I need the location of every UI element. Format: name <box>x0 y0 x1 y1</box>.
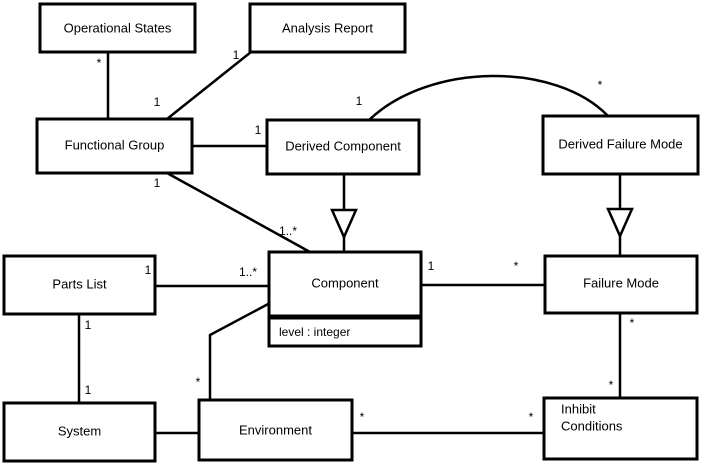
gen-derived-component-component-triangle-icon <box>330 208 358 241</box>
class-functional-group-box[interactable] <box>35 117 194 175</box>
class-system-box[interactable] <box>2 401 157 463</box>
mult-failure-mode-inhibit-near-fm: * <box>630 316 635 330</box>
class-inhibit-conditions-box[interactable] <box>542 396 699 461</box>
class-derived-component[interactable]: Derived Component <box>265 118 421 176</box>
mult-failure-mode-inhibit-near-ic: * <box>609 378 614 392</box>
class-parts-list-box[interactable] <box>2 254 157 316</box>
mult-fg-component-near-comp: 1..* <box>279 224 297 238</box>
class-operational-states-box[interactable] <box>38 2 197 54</box>
mult-fg-analysis-near-fg: 1 <box>154 95 161 109</box>
class-component[interactable]: Component level : integer <box>267 250 423 348</box>
mult-fg-derived-comp: 1 <box>255 123 262 137</box>
class-derived-failure-mode-box[interactable] <box>541 114 700 176</box>
class-analysis-report-label: Analysis Report <box>282 20 373 35</box>
class-operational-states[interactable]: Operational States <box>38 2 197 54</box>
associations-layer <box>77 51 622 435</box>
class-failure-mode-label: Failure Mode <box>583 275 659 290</box>
class-inhibit-conditions-label-line1: Inhibit <box>561 401 596 416</box>
mult-parts-list-component-near-comp: 1..* <box>239 265 257 279</box>
class-derived-failure-mode[interactable]: Derived Failure Mode <box>541 114 700 176</box>
class-component-attributes-compartment[interactable] <box>267 316 423 348</box>
class-derived-component-box[interactable] <box>265 118 421 176</box>
mult-parts-list-component-near-pl: 1 <box>145 263 152 277</box>
class-component-label: Component <box>311 275 379 290</box>
class-component-attribute-level: level : integer <box>279 325 350 339</box>
class-derived-component-label: Derived Component <box>285 138 401 153</box>
class-failure-mode-box[interactable] <box>543 254 699 315</box>
mult-parts-list-system-near-sys: 1 <box>85 383 92 397</box>
class-inhibit-conditions[interactable]: Inhibit Conditions <box>542 396 699 461</box>
class-system[interactable]: System <box>2 401 157 463</box>
mult-component-failure-mode-near-fm: * <box>514 259 519 273</box>
mult-component-failure-mode-near-comp: 1 <box>428 259 435 273</box>
assoc-functional-group-analysis-report <box>166 51 252 120</box>
class-system-label: System <box>58 423 101 438</box>
mult-environment-component: * <box>196 375 201 389</box>
class-functional-group-label: Functional Group <box>65 137 165 152</box>
class-derived-failure-mode-label: Derived Failure Mode <box>558 136 682 151</box>
class-parts-list-label: Parts List <box>52 276 107 291</box>
gen-derived-failure-mode-failure-mode-triangle-icon <box>606 207 634 240</box>
assoc-environment-component <box>208 301 271 400</box>
mult-derived-comp-arc: 1 <box>356 94 363 108</box>
class-failure-mode[interactable]: Failure Mode <box>543 254 699 315</box>
mult-fg-component-near-fg: 1 <box>154 176 161 190</box>
mult-fg-analysis-near-ar: 1 <box>233 48 240 62</box>
class-analysis-report[interactable]: Analysis Report <box>248 2 407 54</box>
assoc-functional-group-component <box>166 171 311 254</box>
mult-parts-list-system-near-pl: 1 <box>85 318 92 332</box>
class-environment[interactable]: Environment <box>197 398 354 462</box>
class-inhibit-conditions-label-line2: Conditions <box>561 418 623 433</box>
mult-environment-inhibit-near-ic: * <box>529 410 534 424</box>
class-functional-group[interactable]: Functional Group <box>35 117 194 175</box>
class-operational-states-label: Operational States <box>64 20 172 35</box>
generalizations-layer <box>330 174 634 256</box>
multiplicities-layer: * 1 1 1 1 * 1 1..* 1 1..* 1 * 1 1 * * * … <box>85 48 635 424</box>
mult-derived-fm-arc: * <box>598 78 603 92</box>
assoc-derived-component-derived-failure-mode <box>368 74 609 121</box>
mult-environment-inhibit-near-env: * <box>360 410 365 424</box>
class-environment-box[interactable] <box>197 398 354 462</box>
class-parts-list[interactable]: Parts List <box>2 254 157 316</box>
class-component-box[interactable] <box>267 250 423 318</box>
mult-op-states-fg: * <box>97 56 102 70</box>
class-environment-label: Environment <box>239 422 312 437</box>
class-analysis-report-box[interactable] <box>248 2 407 54</box>
